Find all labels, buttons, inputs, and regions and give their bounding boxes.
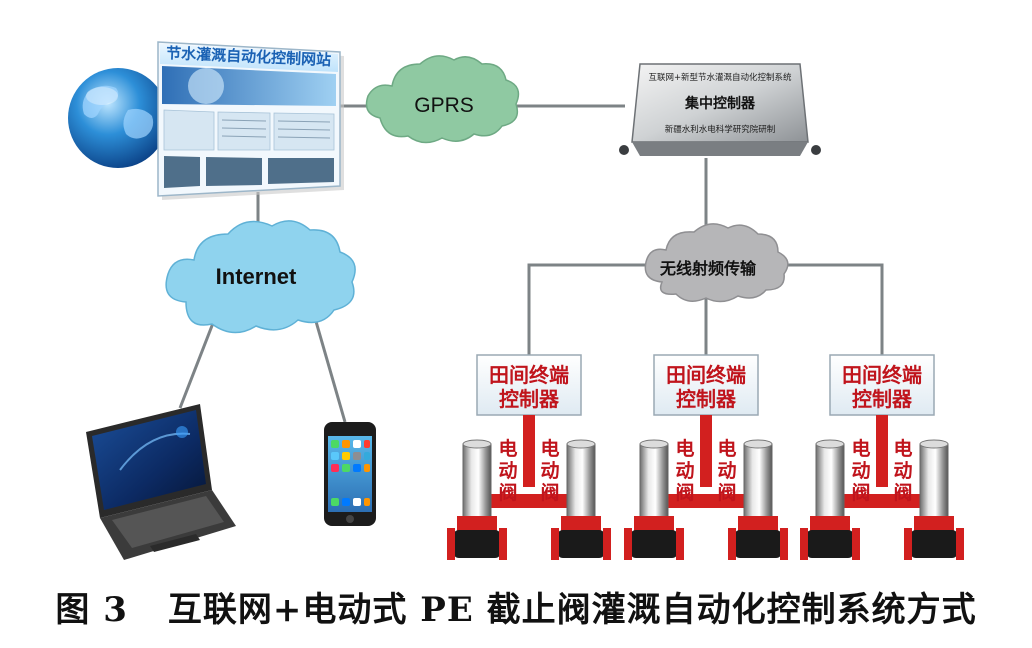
- valve-label-char: 阀: [498, 481, 517, 504]
- valve-pipe: [557, 530, 605, 558]
- valve-pipe: [910, 530, 958, 558]
- laptop-icon: [86, 404, 236, 560]
- valve-actuator: [566, 443, 596, 523]
- valve-pipe: [734, 530, 782, 558]
- website-screenshot: 节水灌溉自动化控制网站: [157, 41, 344, 200]
- terminal-sign-line1: 田间终端: [666, 363, 746, 387]
- valve-label-char: 电: [675, 437, 694, 460]
- globe-icon: [68, 68, 168, 168]
- terminal-sign: [476, 354, 582, 416]
- valve-label-char: 动: [893, 460, 912, 482]
- terminal-pole: [876, 415, 888, 487]
- valve-base: [634, 516, 674, 532]
- valve-flange: [447, 528, 455, 560]
- valve-label-char: 电: [540, 437, 559, 460]
- valve-base: [738, 516, 778, 532]
- valve-label-char: 阀: [540, 481, 559, 504]
- valve-flange: [728, 528, 736, 560]
- valve-label-char: 电: [851, 437, 870, 460]
- valve-flange: [676, 528, 684, 560]
- gprs-label: GPRS: [414, 94, 474, 117]
- valve-actuator-cap: [566, 439, 596, 449]
- valve-actuator-cap: [815, 439, 845, 449]
- valve-label-char: 动: [717, 460, 736, 482]
- terminal-sign-line2: 控制器: [499, 387, 560, 411]
- valve-flange: [499, 528, 507, 560]
- figure-number: 图 3: [55, 590, 128, 630]
- valve-flange: [800, 528, 808, 560]
- valve-label-char: 阀: [675, 481, 694, 504]
- valve-flange: [780, 528, 788, 560]
- valve-actuator: [743, 443, 773, 523]
- smartphone-icon: [324, 422, 376, 526]
- valve-label-char: 动: [851, 460, 870, 482]
- controller-main-text: 集中控制器: [684, 95, 756, 112]
- valve-actuator: [639, 443, 669, 523]
- line-internet-laptop: [178, 317, 217, 409]
- valve-flange: [603, 528, 611, 560]
- terminal-sign: [829, 354, 935, 416]
- central-controller: 互联网+新型节水灌溉自动化控制系统 集中控制器 新疆水利水电科学研究院研制: [619, 63, 821, 156]
- valve-label-char: 电: [498, 437, 517, 460]
- terminal-sign-line1: 田间终端: [842, 363, 922, 387]
- valve-actuator-cap: [639, 439, 669, 449]
- terminal-frame: [467, 494, 591, 508]
- valve-actuator-cap: [919, 439, 949, 449]
- terminal-pole: [523, 415, 535, 487]
- valve-label-char: 阀: [851, 481, 870, 504]
- valve-actuator: [815, 443, 845, 523]
- figure-caption: 图 3 互联网+电动式 PE 截止阀灌溉自动化控制系统方式: [0, 582, 1032, 631]
- terminal-sign-line2: 控制器: [852, 387, 913, 411]
- valve-flange: [852, 528, 860, 560]
- valve-actuator-cap: [462, 439, 492, 449]
- internet-cloud: Internet: [165, 220, 356, 334]
- valve-base: [561, 516, 601, 532]
- valve-base: [914, 516, 954, 532]
- terminal-sign: [653, 354, 759, 416]
- valve-pipe: [806, 530, 854, 558]
- line-internet-phone: [313, 317, 347, 423]
- system-diagram: 节水灌溉自动化控制网站 GPRS Internet 无线射频传输 互联网+新型节…: [68, 41, 964, 560]
- valve-actuator: [919, 443, 949, 523]
- line-radio-left: [527, 263, 650, 355]
- valve-label-char: 动: [540, 460, 559, 482]
- internet-label: Internet: [216, 264, 297, 289]
- valve-label-char: 动: [675, 460, 694, 482]
- valve-label-char: 电: [893, 437, 912, 460]
- valve-label-char: 电: [717, 437, 736, 460]
- figure-caption-text: 互联网+电动式 PE 截止阀灌溉自动化控制系统方式: [167, 590, 977, 630]
- valve-flange: [904, 528, 912, 560]
- valve-label-char: 阀: [717, 481, 736, 504]
- terminal-pole: [700, 415, 712, 487]
- valve-base: [810, 516, 850, 532]
- line-radio-right: [765, 263, 884, 355]
- controller-bottom-text: 新疆水利水电科学研究院研制: [665, 124, 776, 135]
- terminal-sign-line2: 控制器: [676, 387, 737, 411]
- valve-actuator-cap: [743, 439, 773, 449]
- terminal-frame: [820, 494, 944, 508]
- valve-pipe: [630, 530, 678, 558]
- valve-label-char: 动: [498, 460, 517, 482]
- valve-flange: [956, 528, 964, 560]
- terminal-sign-line1: 田间终端: [489, 363, 569, 387]
- gprs-cloud: GPRS: [365, 55, 520, 144]
- radio-label: 无线射频传输: [659, 259, 757, 278]
- valve-flange: [624, 528, 632, 560]
- terminal-frame: [644, 494, 768, 508]
- valve-label-char: 阀: [893, 481, 912, 504]
- valve-flange: [551, 528, 559, 560]
- radio-cloud: 无线射频传输: [644, 223, 789, 303]
- valve-base: [457, 516, 497, 532]
- valve-pipe: [453, 530, 501, 558]
- valve-actuator: [462, 443, 492, 523]
- controller-top-text: 互联网+新型节水灌溉自动化控制系统: [648, 72, 792, 83]
